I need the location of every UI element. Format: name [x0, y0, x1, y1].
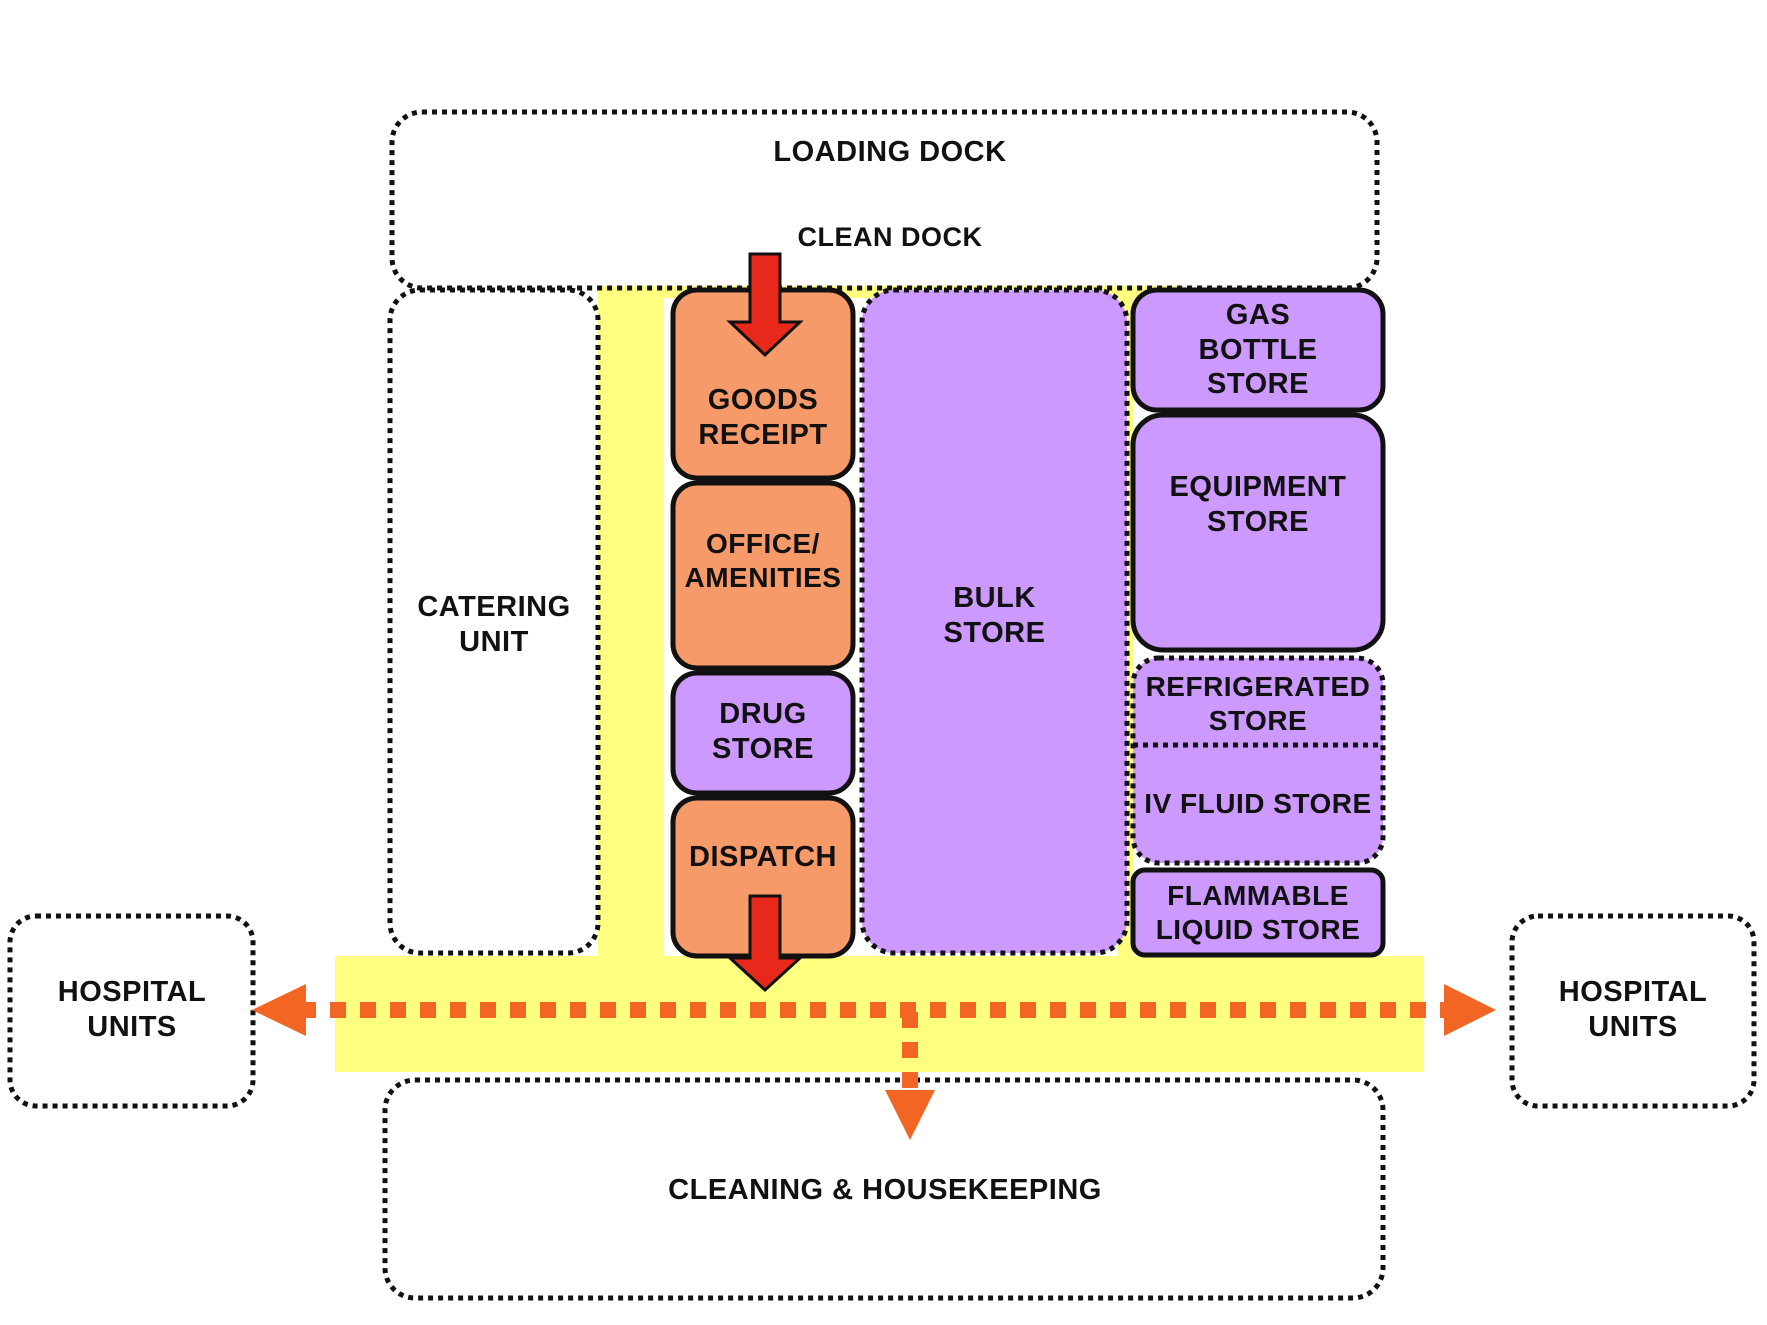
- flammable-liquid-store-room: [1130, 867, 1386, 958]
- arrow-to-right-hospital-units: [1444, 984, 1496, 1036]
- cleaning-housekeeping-zone: [382, 1077, 1386, 1301]
- refrigerated-iv-store-room: [1130, 655, 1386, 866]
- office-amenities-room: [670, 480, 856, 671]
- arrow-to-cleaning-housekeeping: [885, 1090, 935, 1140]
- catering-unit-zone: [387, 287, 601, 956]
- arrow-to-left-hospital-units: [252, 984, 306, 1036]
- hospital-units-left-zone: [7, 913, 256, 1109]
- goods-in-arrow: [726, 252, 804, 358]
- dispatch-out-arrow: [726, 894, 804, 993]
- gas-bottle-store-room: [1130, 287, 1386, 413]
- vertical-corridor: [598, 286, 664, 961]
- drug-store-room: [670, 670, 856, 796]
- bulk-store-room: [859, 287, 1130, 956]
- hospital-units-right-zone: [1509, 913, 1757, 1109]
- equipment-store-room: [1130, 412, 1386, 653]
- loading-dock-zone: [389, 109, 1380, 291]
